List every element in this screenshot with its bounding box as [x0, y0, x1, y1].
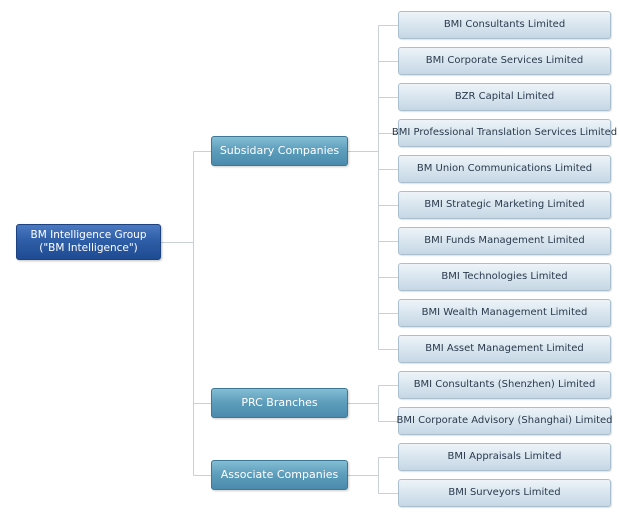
company-name: BMI Appraisals Limited [447, 450, 562, 462]
category-node-subsidiary: Subsidary Companies [211, 136, 348, 166]
company-name: BMI Wealth Management Limited [421, 306, 588, 318]
company-name: BMI Corporate Advisory (Shanghai) Limite… [396, 414, 613, 426]
company-node: BZR Capital Limited [398, 83, 611, 111]
company-node: BMI Consultants (Shenzhen) Limited [398, 371, 611, 399]
root-alias: ("BM Intelligence") [39, 242, 138, 254]
company-name: BMI Consultants Limited [443, 18, 566, 30]
company-node: BMI Funds Management Limited [398, 227, 611, 255]
company-name: BZR Capital Limited [454, 90, 555, 102]
category-label: PRC Branches [241, 396, 318, 410]
company-name: BM Union Communications Limited [416, 162, 593, 174]
company-node: BMI Corporate Advisory (Shanghai) Limite… [396, 407, 613, 435]
company-node: BMI Surveyors Limited [398, 479, 611, 507]
company-node: BMI Technologies Limited [398, 263, 611, 291]
category-label: Subsidary Companies [219, 144, 340, 158]
company-node: BM Union Communications Limited [398, 155, 611, 183]
category-label: Associate Companies [220, 468, 339, 482]
company-node: BMI Wealth Management Limited [398, 299, 611, 327]
company-node: BMI Appraisals Limited [398, 443, 611, 471]
company-node: BMI Consultants Limited [398, 11, 611, 39]
company-name: BMI Strategic Marketing Limited [424, 198, 585, 210]
company-name: BMI Corporate Services Limited [425, 54, 584, 66]
company-node: BMI Corporate Services Limited [398, 47, 611, 75]
company-name: BMI Surveyors Limited [448, 486, 561, 498]
company-node: BMI Professional Translation Services Li… [392, 119, 617, 147]
company-name: BMI Technologies Limited [441, 270, 568, 282]
company-name: BMI Funds Management Limited [424, 234, 585, 246]
root-node: BM Intelligence Group ("BM Intelligence"… [16, 224, 161, 260]
company-name: BMI Professional Translation Services Li… [391, 126, 618, 138]
root-name: BM Intelligence Group [30, 228, 147, 241]
company-name: BMI Consultants (Shenzhen) Limited [413, 378, 596, 390]
company-node: BMI Strategic Marketing Limited [398, 191, 611, 219]
company-node: BMI Asset Management Limited [398, 335, 611, 363]
category-node-prc-branches: PRC Branches [211, 388, 348, 418]
company-name: BMI Asset Management Limited [425, 342, 584, 354]
category-node-associate: Associate Companies [211, 460, 348, 490]
